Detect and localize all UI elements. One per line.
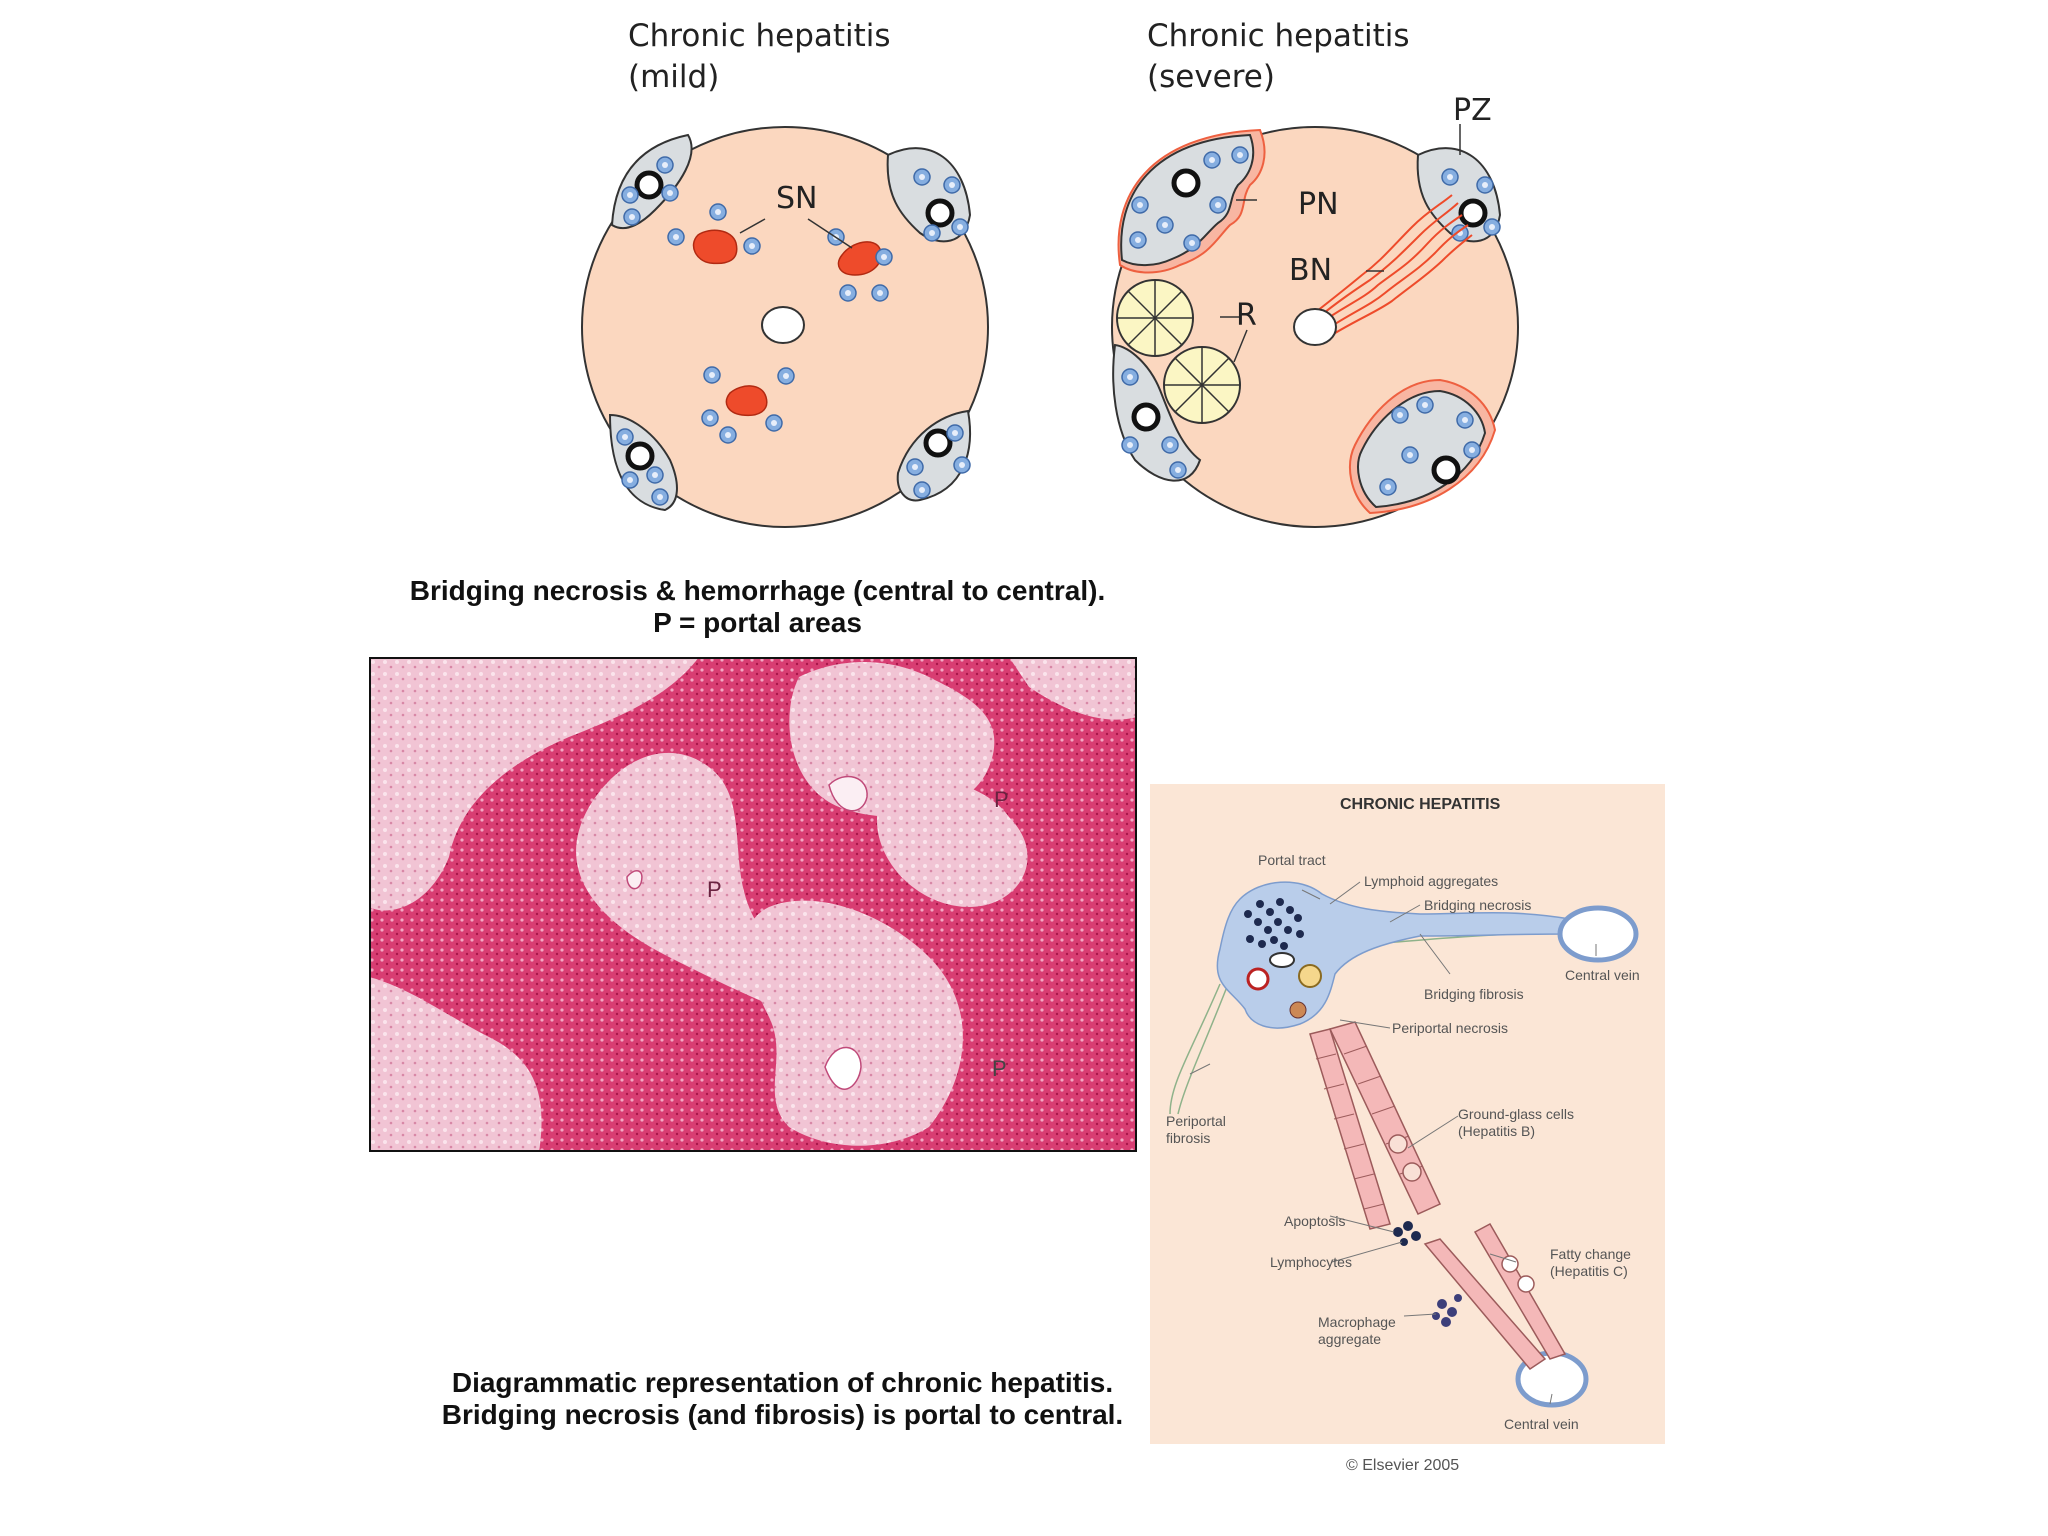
label-sn: SN (776, 181, 818, 216)
portal-marker-p: P (707, 877, 722, 902)
label-pz: PZ (1453, 93, 1492, 128)
micrograph-caption-line1: Bridging necrosis & hemorrhage (central … (409, 575, 1106, 606)
mild-hepatitis-lobule-diagram (581, 126, 989, 528)
portal-area (626, 870, 643, 890)
mild-title-line1: Chronic hepatitis (628, 18, 891, 54)
portal-marker-p: P (994, 787, 1009, 812)
severe-hepatitis-lobule-diagram (1111, 124, 1519, 528)
chronic-hepatitis-schematic (1150, 784, 1665, 1444)
severe-title-line2: (severe) (1147, 59, 1275, 95)
label-lymphoid-aggregates: Lymphoid aggregates (1364, 873, 1499, 889)
viable-periportal-region (369, 977, 542, 1152)
schematic-caption-line1: Diagrammatic representation of chronic h… (451, 1367, 1114, 1398)
label-pn: PN (1298, 187, 1339, 222)
mild-title-line2: (mild) (628, 59, 720, 95)
central-vein (1557, 905, 1639, 963)
label-portal-tract: Portal tract (1258, 852, 1326, 868)
label-apoptosis: Apoptosis (1284, 1213, 1346, 1229)
severe-title-line1: Chronic hepatitis (1147, 18, 1410, 54)
label-ground-glass-cells: Ground-glass cells (Hepatitis B) (1458, 1106, 1574, 1139)
portal-area (828, 775, 868, 812)
spotty-necrosis-focus (725, 385, 768, 417)
label-lymphocytes: Lymphocytes (1270, 1254, 1352, 1270)
label-bn: BN (1289, 253, 1333, 288)
label-bridging-fibrosis: Bridging fibrosis (1424, 986, 1524, 1002)
regenerative-nodule (1163, 346, 1241, 424)
regenerative-nodule (1116, 279, 1194, 357)
severe-diagram-title: Chronic hepatitis (severe) (1147, 16, 1410, 98)
mild-diagram-title: Chronic hepatitis (mild) (628, 16, 891, 98)
portal-area (824, 1046, 862, 1090)
label-fatty-change: Fatty change (Hepatitis C) (1550, 1246, 1631, 1279)
schematic-caption-line2: Bridging necrosis (and fibrosis) is port… (441, 1399, 1124, 1430)
viable-periportal-region (1009, 657, 1137, 720)
label-periportal-fibrosis: Periportal fibrosis (1166, 1113, 1226, 1146)
schematic-caption: Diagrammatic representation of chronic h… (380, 1367, 1185, 1431)
spotty-necrosis-focus (692, 229, 738, 265)
label-periportal-necrosis: Periportal necrosis (1392, 1020, 1508, 1036)
copyright-notice: © Elsevier 2005 (1346, 1457, 1460, 1474)
viable-periportal-region (745, 900, 963, 1146)
portal-marker-p: P (992, 1056, 1007, 1081)
label-macrophage-aggregate: Macrophage aggregate (1318, 1314, 1396, 1347)
viable-periportal-region (369, 657, 699, 911)
micrograph-caption-line2: P = portal areas (653, 607, 862, 638)
label-r: R (1236, 298, 1257, 333)
viable-periportal-region (877, 778, 1028, 907)
label-central-vein: Central vein (1565, 967, 1640, 983)
bridging-necrosis-band (1311, 194, 1473, 342)
portal-tract (1216, 881, 1571, 1029)
micrograph-caption: Bridging necrosis & hemorrhage (central … (355, 575, 1160, 639)
severe-portal-tract (1120, 133, 1255, 267)
schematic-title: CHRONIC HEPATITIS (1340, 796, 1501, 813)
label-bridging-necrosis: Bridging necrosis (1424, 897, 1532, 913)
spotty-necrosis-focus (837, 241, 882, 276)
bridging-necrosis-micrograph (369, 657, 1137, 1152)
label-central-vein-lower: Central vein (1504, 1416, 1579, 1432)
